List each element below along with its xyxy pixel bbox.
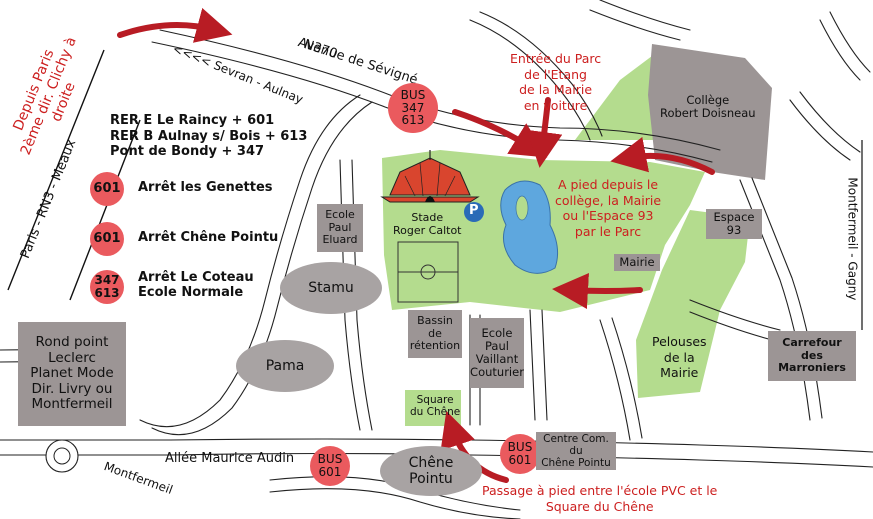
bus-stop-label-3: Arrêt Le Coteau Ecole Normale — [138, 270, 254, 300]
place-centre-com: Centre Com. du Chêne Pointu — [536, 432, 616, 470]
annotation-a-pied: A pied depuis le collège, la Mairie ou l… — [555, 177, 662, 239]
place-square: Square du Chêne — [410, 394, 461, 419]
district-chene-pointu: Chêne Pointu — [380, 446, 482, 496]
annotation-entree-parc: Entrée du Parc de l'Etang de la Mairie e… — [510, 51, 602, 113]
stade-tent-icon — [380, 150, 480, 203]
place-stade: Stade Roger Caltot — [393, 211, 462, 237]
college-block — [648, 44, 772, 180]
bus-badge-top: BUS 347 613 — [388, 83, 438, 133]
place-carrefour: Carrefour des Marroniers — [768, 331, 856, 381]
direction-arrows — [117, 7, 715, 483]
pond — [500, 180, 559, 274]
label-montfermeil-gagny: Montfermeil - Gagny — [845, 177, 860, 301]
transport-info: RER E Le Raincy + 601 RER B Aulnay s/ Bo… — [110, 113, 308, 160]
roundabout-inner — [53, 447, 71, 465]
pond-island — [515, 195, 529, 221]
rn3-line-right — [69, 119, 141, 301]
place-ecole-eluard: Ecole Paul Eluard — [317, 204, 363, 252]
place-pelouses: Pelouses de la Mairie — [652, 334, 707, 381]
district-stamu: Stamu — [280, 262, 382, 314]
rn3-line-left — [7, 49, 105, 291]
place-rond-point: Rond point Leclerc Planet Mode Dir. Livr… — [18, 322, 126, 426]
label-allee-audin: Allée Maurice Audin — [165, 451, 295, 466]
place-college: Collège Robert Doisneau — [660, 93, 756, 121]
district-pama: Pama — [236, 340, 334, 392]
bus-badge-bottom-left: BUS 601 — [310, 446, 350, 486]
place-espace93: Espace 93 — [706, 209, 762, 239]
pitch-circle — [420, 264, 436, 280]
bus-badge-bottom-right: BUS 601 — [500, 434, 540, 474]
place-bassin: Bassin de rétention — [408, 310, 462, 358]
roundabout — [45, 439, 79, 473]
bus-stop-badge-1: 601 — [90, 172, 124, 206]
place-ecole-vaillant: Ecole Paul Vaillant Couturier — [470, 318, 524, 388]
bus-stop-badge-2: 601 — [90, 222, 124, 256]
parking-icon: P — [469, 203, 479, 218]
pelouses-area — [636, 210, 750, 398]
bus-stop-label-2: Arrêt Chêne Pointu — [138, 230, 279, 245]
bus-stop-label-1: Arrêt les Genettes — [138, 180, 273, 195]
parking-circle — [464, 202, 484, 222]
place-mairie: Mairie — [614, 254, 660, 271]
bus-stop-badge-3: 347 613 — [90, 270, 124, 304]
annotation-passage: Passage à pied entre l'école PVC et le S… — [482, 483, 718, 514]
